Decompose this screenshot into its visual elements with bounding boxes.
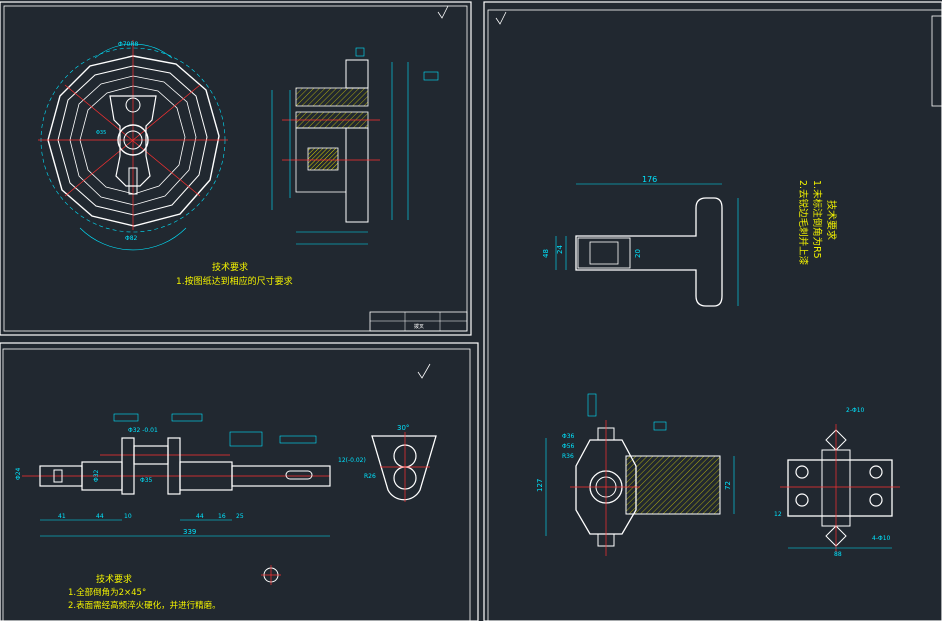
drawing-bracket-side-view: 2-Φ10 4-Φ10 12 88 bbox=[774, 407, 900, 558]
tech-title-right: 技术要求 bbox=[825, 200, 838, 240]
dim-176: 176 bbox=[642, 175, 657, 184]
dim-d35: Φ35 bbox=[140, 477, 153, 484]
dim-d24: Φ24 bbox=[15, 467, 22, 480]
roughness-symbol-icons bbox=[417, 5, 942, 379]
dim-20: 20 bbox=[634, 249, 642, 258]
dim-key: Φ32 -0.01 bbox=[128, 427, 158, 434]
tech-notes-bottom-left: 技术要求 1.全部倒角为2×45° 2.表面需经高频淬火硬化，并进行精磨。 bbox=[68, 573, 221, 611]
dim-2d10: 2-Φ10 bbox=[846, 407, 865, 414]
dim-slot: 12(-0.02) bbox=[338, 457, 366, 464]
tech-notes-top-left: 技术要求 1.按图纸达到相应的尺寸要求 bbox=[176, 261, 293, 287]
tech-title-bottom-left: 技术要求 bbox=[96, 573, 132, 585]
dim-24: 24 bbox=[556, 245, 564, 254]
drawing-fork-front-view: Φ70R8 Φ82 Φ35 bbox=[38, 40, 228, 251]
dim-127: 127 bbox=[536, 479, 544, 492]
dim-44b: 44 bbox=[196, 513, 204, 520]
dim-10: 10 bbox=[124, 513, 132, 520]
dim-top-label: Φ70R8 bbox=[118, 41, 139, 48]
dim-41: 41 bbox=[58, 513, 66, 520]
drawing-crankshaft: 339 41 44 10 44 16 25 Φ24 Φ32 Φ35 Φ32 -0… bbox=[15, 413, 366, 537]
tech-item-right-2: 2.去锐边毛刺并上漆 bbox=[797, 180, 809, 266]
dim-bottom-label: Φ82 bbox=[125, 235, 138, 242]
dim-total-length: 339 bbox=[183, 528, 196, 536]
dim-44a: 44 bbox=[96, 513, 104, 520]
dim-16: 16 bbox=[218, 513, 226, 520]
dim-12: 12 bbox=[774, 511, 782, 518]
dim-r26: R26 bbox=[364, 473, 376, 480]
tech-item-top-left-1: 1.按图纸达到相应的尺寸要求 bbox=[176, 275, 293, 287]
tech-title-top-left: 技术要求 bbox=[212, 261, 248, 273]
drawing-bracket-top-view: 176 48 24 20 bbox=[542, 175, 739, 307]
drawing-fork-section-view bbox=[271, 47, 439, 245]
dim-30deg: 30° bbox=[397, 424, 409, 432]
dim-25: 25 bbox=[236, 513, 244, 520]
dim-72: 72 bbox=[724, 481, 732, 490]
dim-left-label: Φ35 bbox=[96, 130, 106, 136]
tech-item-bottom-left-2: 2.表面需经高频淬火硬化，并进行精磨。 bbox=[68, 600, 221, 611]
tech-item-right-1: 1.未标注倒角为R5 bbox=[811, 180, 823, 259]
dim-4d10: 4-Φ10 bbox=[872, 535, 891, 542]
drawing-bracket-front-view: 127 72 Φ36 Φ56 R36 bbox=[536, 393, 735, 556]
tech-item-bottom-left-1: 1.全部倒角为2×45° bbox=[68, 587, 146, 598]
dim-d32: Φ32 bbox=[93, 469, 100, 482]
tech-notes-right: 技术要求 1.未标注倒角为R5 2.去锐边毛刺并上漆 bbox=[797, 180, 838, 266]
title-block-name: 拨叉 bbox=[414, 323, 424, 330]
dim-d36: Φ36 bbox=[562, 433, 575, 440]
dim-48: 48 bbox=[542, 249, 550, 258]
dim-88: 88 bbox=[834, 551, 842, 558]
dim-d56: Φ56 bbox=[562, 443, 575, 450]
dim-r36: R36 bbox=[562, 453, 574, 460]
drawing-crank-section: 30° R26 bbox=[261, 424, 437, 585]
title-block-top-left: 拨叉 bbox=[369, 311, 468, 332]
